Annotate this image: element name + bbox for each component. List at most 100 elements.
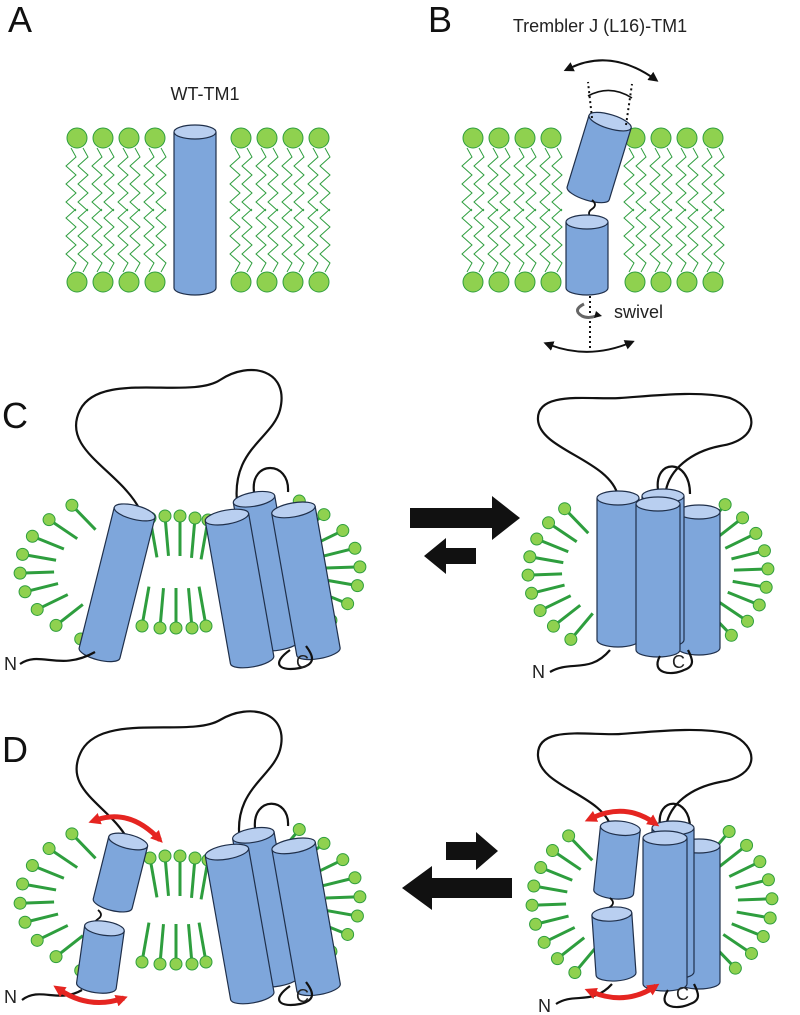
lipid-headgroup bbox=[702, 271, 724, 293]
tm1-lower-segment bbox=[565, 214, 609, 296]
lipid-tail bbox=[241, 147, 253, 212]
lipid-headgroup bbox=[761, 873, 775, 887]
c-terminal-tail bbox=[663, 983, 700, 1009]
membrane-bilayer-a bbox=[65, 127, 331, 293]
lipid-headgroup bbox=[173, 509, 187, 523]
lipid-tail bbox=[623, 208, 635, 273]
lipid-headgroup bbox=[92, 127, 114, 149]
panel-d: D bbox=[2, 710, 779, 1015]
lipid-tail bbox=[241, 208, 253, 273]
reverse-arrow-icon bbox=[402, 866, 512, 910]
lipid-headgroup bbox=[624, 271, 646, 293]
lipid-headgroup bbox=[765, 892, 779, 906]
lipid-headgroup bbox=[317, 508, 331, 522]
lipid-headgroup bbox=[763, 911, 777, 925]
swivel-rotation-arrow-icon bbox=[576, 302, 602, 319]
lipid-headgroup bbox=[92, 271, 114, 293]
lipid-headgroup bbox=[185, 957, 199, 971]
lipid-headgroup bbox=[761, 562, 775, 576]
tilt-double-arrow-icon bbox=[563, 59, 659, 82]
extracellular-loop bbox=[536, 728, 753, 831]
c-terminal-tail bbox=[278, 645, 314, 671]
lipid-headgroup bbox=[188, 511, 202, 525]
lipid-headgroup bbox=[527, 879, 541, 893]
lipid-tail bbox=[103, 208, 115, 273]
lipid-tail bbox=[267, 147, 279, 212]
lipid-tail bbox=[117, 147, 129, 212]
helix-tm4 bbox=[271, 501, 341, 661]
lipid-tail bbox=[129, 208, 141, 273]
lipid-tail bbox=[513, 208, 525, 273]
lipid-headgroup bbox=[350, 579, 364, 593]
lipid-headgroup bbox=[144, 271, 166, 293]
lipid-tail bbox=[229, 208, 241, 273]
lipid-headgroup bbox=[308, 127, 330, 149]
lipid-headgroup bbox=[158, 849, 172, 863]
lipid-tail bbox=[197, 922, 208, 963]
lipid-headgroup bbox=[530, 532, 544, 546]
lipid-tail bbox=[140, 586, 151, 627]
lipid-headgroup bbox=[135, 619, 149, 633]
lipid-tail bbox=[143, 208, 155, 273]
lipid-headgroup bbox=[256, 271, 278, 293]
lipid-tail bbox=[77, 147, 89, 212]
lipid-tail bbox=[539, 147, 551, 212]
lipid-headgroup bbox=[676, 271, 698, 293]
lipid-tail bbox=[635, 147, 647, 212]
lipid-headgroup bbox=[135, 955, 149, 969]
lipid-tail bbox=[499, 147, 511, 212]
lipid-tail bbox=[661, 208, 673, 273]
lipid-tail bbox=[319, 147, 331, 212]
lipid-headgroup bbox=[336, 853, 350, 867]
lipid-tail bbox=[473, 147, 485, 212]
lipid-tail bbox=[307, 208, 319, 273]
lipid-tail bbox=[103, 147, 115, 212]
lipid-tail bbox=[687, 208, 699, 273]
lipid-headgroup bbox=[353, 890, 367, 904]
lipid-headgroup bbox=[757, 544, 771, 558]
lipid-tail bbox=[319, 208, 331, 273]
lipid-headgroup bbox=[521, 568, 535, 582]
equilibrium-arrows-c bbox=[410, 496, 520, 574]
lipid-headgroup bbox=[66, 271, 88, 293]
lipid-tail bbox=[525, 147, 537, 212]
tilt-guides bbox=[587, 81, 633, 126]
lipid-headgroup bbox=[534, 861, 548, 875]
lipid-tail bbox=[197, 586, 208, 627]
lipid-headgroup bbox=[568, 965, 582, 979]
lipid-headgroup bbox=[153, 621, 167, 635]
reverse-arrow-icon bbox=[424, 538, 476, 574]
lipid-headgroup bbox=[740, 614, 754, 628]
lipid-tail bbox=[293, 147, 305, 212]
lipid-headgroup bbox=[144, 127, 166, 149]
panel-b: B Trembler J (L16)-TM1 swivel bbox=[428, 0, 725, 353]
lipid-headgroup bbox=[158, 509, 172, 523]
loop-2-3 bbox=[252, 467, 290, 493]
lipid-tail bbox=[140, 922, 151, 963]
c-terminus-label: C bbox=[676, 984, 689, 1004]
forward-arrow-icon bbox=[410, 496, 520, 540]
lipid-tail bbox=[117, 208, 129, 273]
lipid-headgroup bbox=[317, 836, 331, 850]
lipid-tail bbox=[675, 147, 687, 212]
lipid-tails-b bbox=[461, 147, 725, 273]
lipid-headgroup bbox=[724, 628, 738, 642]
helix-tm2 bbox=[204, 843, 275, 1005]
lipid-tail bbox=[65, 208, 77, 273]
lipid-headgroup bbox=[749, 526, 763, 540]
c-terminal-tail bbox=[656, 649, 694, 675]
loop-2-3 bbox=[656, 465, 692, 495]
lipid-headgroup bbox=[523, 550, 537, 564]
state-c-right: N C bbox=[521, 392, 775, 682]
lipid-tail bbox=[255, 147, 267, 212]
lipid-headgroup bbox=[169, 621, 183, 635]
upper-flex-double-arrow-icon bbox=[88, 813, 163, 843]
lipid-headgroup bbox=[341, 597, 355, 611]
lipid-headgroup bbox=[546, 844, 560, 858]
lipid-headgroup bbox=[718, 498, 732, 512]
lipid-tail bbox=[473, 208, 485, 273]
lipid-headgroup bbox=[736, 511, 750, 525]
lipid-headgroup bbox=[336, 524, 350, 538]
upper-flex-double-arrow-icon bbox=[584, 808, 660, 827]
